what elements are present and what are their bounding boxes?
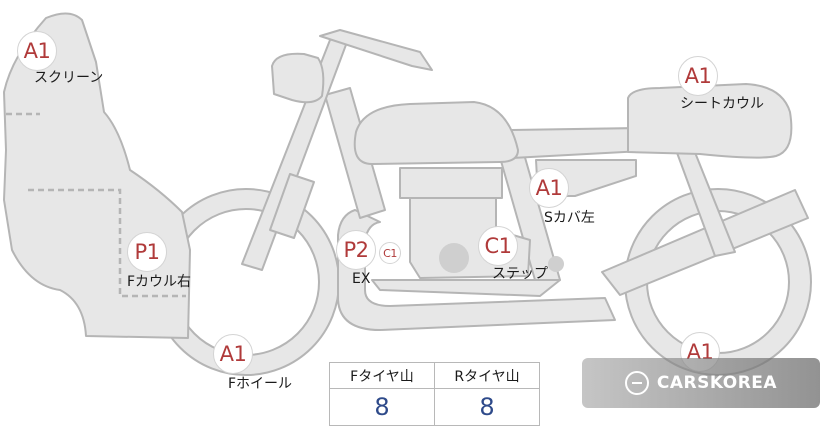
carskorea-watermark: CARSKOREA (582, 358, 820, 408)
fuel-tank (353, 101, 519, 165)
front-tire-tread-header: Fタイヤ山 (329, 362, 435, 389)
part-label-front-wheel: Fホイール (228, 376, 293, 392)
fork-lower (269, 173, 315, 239)
part-label-front-cowl-right: Fカウル右 (127, 274, 192, 290)
engine-cover-dot (439, 243, 469, 273)
cowl-divider-mid (28, 188, 186, 298)
exhaust-pipe (337, 209, 616, 331)
engine-top (399, 167, 503, 199)
headlight (271, 52, 325, 104)
damage-code-badge-small: C1 (379, 242, 401, 264)
part-label-step: ステップ (492, 266, 548, 282)
tire-tread-table: Fタイヤ山 Rタイヤ山 8 8 (329, 362, 540, 426)
damage-code-badge: A1 (213, 334, 253, 374)
handlebar (319, 29, 433, 71)
damage-code-badge: A1 (529, 168, 569, 208)
front-tire-tread-value: 8 (329, 388, 435, 426)
part-label-exhaust: EX (352, 271, 371, 287)
damage-code-badge: C1 (478, 226, 518, 266)
swing-arm (601, 189, 809, 296)
carskorea-logo-icon (624, 371, 649, 395)
damage-code-badge: P2 (336, 230, 376, 270)
part-label-seat-cowl: シートカウル (680, 96, 764, 112)
damage-code-badge: A1 (678, 56, 718, 96)
watermark-text: CARSKOREA (656, 373, 778, 393)
damage-code-badge: P1 (127, 232, 167, 272)
rear-tire-tread-header: Rタイヤ山 (434, 362, 540, 389)
damage-code-badge: A1 (17, 31, 57, 71)
step-dot (548, 256, 564, 272)
lower-frame (371, 279, 561, 297)
rear-tire-tread-value: 8 (434, 388, 540, 426)
part-label-screen: スクリーン (34, 70, 104, 86)
part-label-side-cover-left: Sカバ左 (544, 210, 595, 226)
seat-cowl (627, 83, 793, 159)
